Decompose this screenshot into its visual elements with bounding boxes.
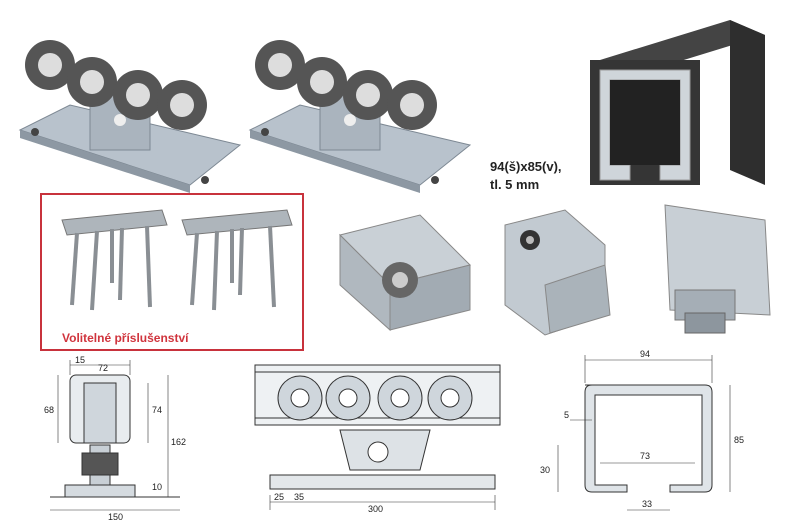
spec-thickness: tl. 5 mm	[490, 177, 540, 192]
dim-73: 73	[640, 451, 650, 461]
trolley-left	[18, 40, 242, 193]
dim-150: 150	[108, 512, 123, 522]
end-roller-guide-photo	[339, 214, 471, 332]
anchor-plates-image	[61, 209, 293, 311]
spec-dimensions: 94(š)x85(v),	[490, 159, 562, 174]
dim-33: 33	[642, 499, 652, 509]
rail-profile-drawing: 94 85 5 73 30 33	[540, 349, 744, 511]
dim-15: 15	[75, 355, 85, 365]
end-stop-plate-photo	[664, 204, 771, 334]
trolley-photos	[18, 40, 472, 193]
dim-72: 72	[98, 363, 108, 373]
dim-94: 94	[640, 349, 650, 359]
optional-accessories-box: Volitelné příslušenství	[40, 193, 304, 351]
profile-spec: 94(š)x85(v), tl. 5 mm	[490, 158, 562, 194]
rail-profile-photo	[590, 20, 765, 185]
trolley-right	[248, 40, 472, 193]
trolley-front-drawing: 15 72 68 74 162 10 150	[44, 355, 186, 522]
dim-25: 25	[274, 492, 284, 502]
dim-68: 68	[44, 405, 54, 415]
trolley-side-drawing: 25 35 300	[254, 364, 501, 514]
dim-35: 35	[294, 492, 304, 502]
dim-10: 10	[152, 482, 162, 492]
dim-85: 85	[734, 435, 744, 445]
dim-162: 162	[171, 437, 186, 447]
dim-5: 5	[564, 410, 569, 420]
dim-300: 300	[368, 504, 383, 514]
dim-74: 74	[152, 405, 162, 415]
optional-accessories-label: Volitelné příslušenství	[62, 331, 189, 345]
dim-30: 30	[540, 465, 550, 475]
top-guide-photo	[504, 209, 611, 336]
